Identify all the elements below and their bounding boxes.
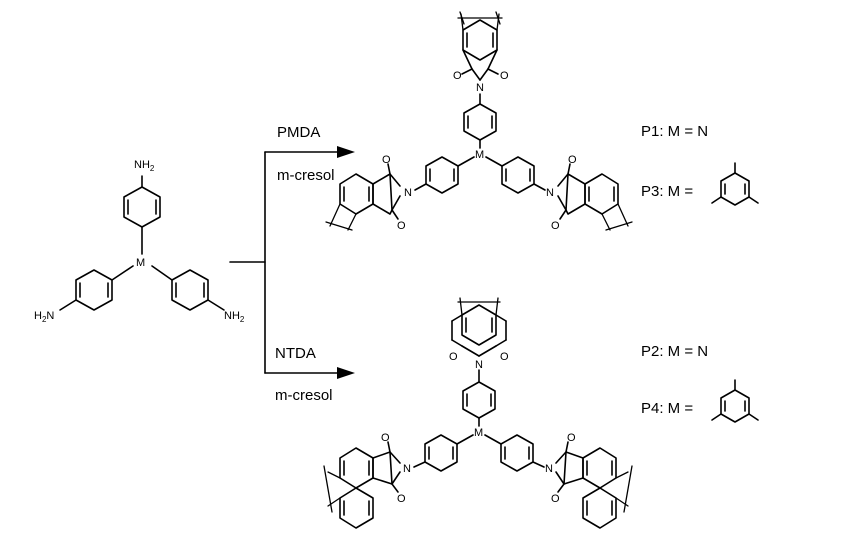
product-label-p1: P1: M = N [641,123,708,140]
carbonyl-o: O [500,70,509,82]
center-atom: M [474,427,483,439]
reactant-top-ring [123,175,161,255]
amine-top-label: NH2 [134,159,155,173]
carbonyl-o: O [551,220,560,232]
reagent-top-label: PMDA [277,124,320,141]
carbonyl-o: O [567,432,576,444]
imide-n: N [475,359,483,371]
reagent-bottom-label: NTDA [275,345,316,362]
ntda-right-unit [555,441,633,529]
pmda-right-unit [557,163,633,231]
amine-left-label: H2N [34,310,54,324]
carbonyl-o: O [397,220,406,232]
imide-n: N [404,187,412,199]
product-ntda-polymer: O O N M N [323,297,633,529]
imide-n: N [546,187,554,199]
carbonyl-o: O [397,493,406,505]
imide-n: N [403,463,411,475]
solvent-bottom-label: m-cresol [275,387,333,404]
reaction-arrows [229,146,355,379]
reactant-right-ring [151,265,225,311]
carbonyl-o: O [500,351,509,363]
ntda-top-unit [451,297,507,357]
product-label-p3: P3: M = [641,183,693,200]
solvent-top-label: m-cresol [277,167,335,184]
product-label-p4: P4: M = [641,400,693,417]
imide-n: N [545,463,553,475]
arrow-head-bottom [337,367,355,379]
mesityl-core-p3 [711,162,759,206]
product-label-p2: P2: M = N [641,343,708,360]
carbonyl-o: O [453,70,462,82]
product-pmda-polymer: O O N M N O O [325,11,633,232]
mesityl-core-p4 [711,379,759,423]
imide-n: N [476,82,484,94]
carbonyl-o: O [382,154,391,166]
core-atom-label: M [136,257,145,269]
arrow-head-top [337,146,355,158]
amine-right-label: NH2 [224,310,245,324]
carbonyl-o: O [381,432,390,444]
reactant-molecule: NH2 M H2N NH2 [34,159,245,324]
ntda-left-unit [323,441,401,529]
center-atom: M [475,149,484,161]
pmda-left-unit [325,163,401,231]
reactant-left-ring [59,265,134,311]
carbonyl-o: O [449,351,458,363]
pmda-top-unit [457,11,503,81]
carbonyl-o: O [568,154,577,166]
carbonyl-o: O [551,493,560,505]
